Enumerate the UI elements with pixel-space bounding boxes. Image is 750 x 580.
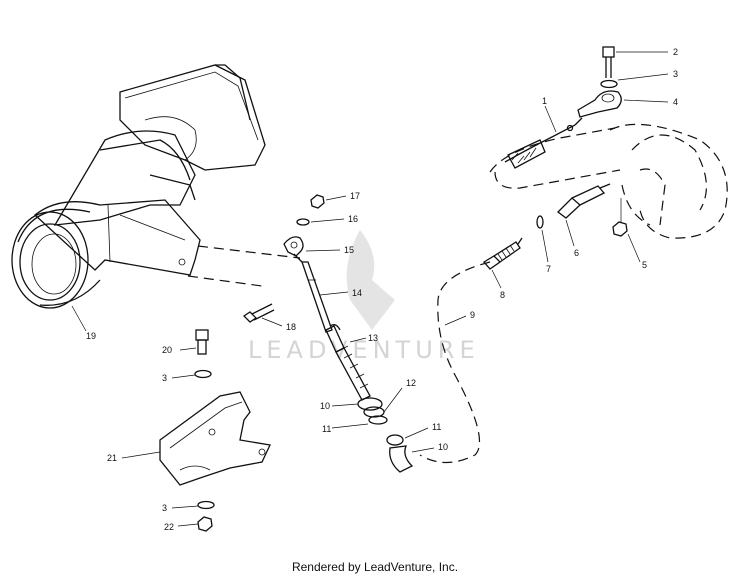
callout-19: 19: [86, 331, 96, 341]
callout-13: 13: [368, 333, 378, 343]
callout-10b: 10: [438, 442, 448, 452]
callout-6: 6: [574, 248, 579, 258]
callout-4: 4: [673, 97, 678, 107]
shaft-assembly: 17 16 15 14 13 18: [242, 191, 378, 401]
callout-16: 16: [348, 214, 358, 224]
watermark-logo: [346, 230, 395, 330]
callout-1: 1: [542, 96, 547, 106]
callout-21: 21: [107, 453, 117, 463]
callout-15: 15: [344, 245, 354, 255]
callout-12: 12: [406, 378, 416, 388]
callout-18: 18: [286, 322, 296, 332]
callout-11b: 11: [432, 422, 441, 432]
linkage-middle: 6 7 8: [483, 183, 611, 300]
callout-5: 5: [642, 260, 647, 270]
callout-3c: 3: [162, 503, 167, 513]
lower-hardware: 10 11 12 11 10: [320, 378, 448, 473]
callout-9: 9: [470, 310, 475, 320]
callout-7: 7: [546, 264, 551, 274]
linkage-upper: 2 3 4 1 5: [504, 46, 678, 270]
callout-10a: 10: [320, 401, 330, 411]
callout-22: 22: [164, 522, 174, 532]
callout-3: 3: [673, 69, 678, 79]
footer-credit: Rendered by LeadVenture, Inc.: [291, 560, 459, 574]
callout-3b: 3: [162, 373, 167, 383]
callout-11a: 11: [322, 424, 331, 434]
cable-route: 9: [187, 123, 728, 464]
callout-14: 14: [352, 288, 362, 298]
watermark: LEADVENTURE: [248, 230, 480, 364]
housing-assembly: 19: [11, 64, 266, 341]
watermark-text: LEADVENTURE: [248, 336, 480, 364]
bracket-assembly: 20 3 21 3 22: [107, 329, 271, 532]
callout-17: 17: [350, 191, 360, 201]
callout-2: 2: [673, 47, 678, 57]
callout-8: 8: [500, 290, 505, 300]
callout-20: 20: [162, 345, 172, 355]
